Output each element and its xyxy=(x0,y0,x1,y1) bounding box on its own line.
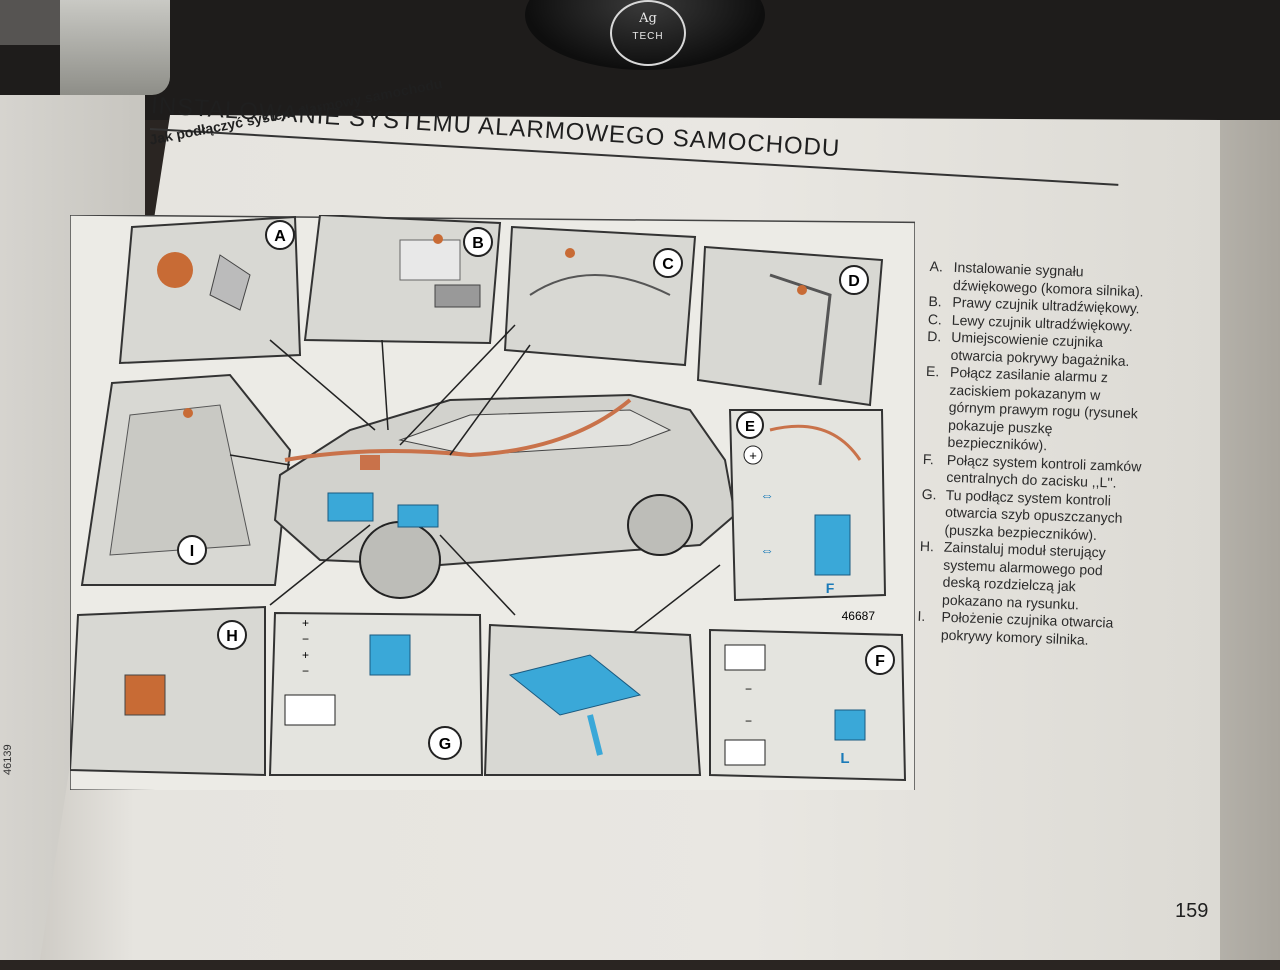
panel-f: − − F L xyxy=(709,628,907,782)
control-unit-icon xyxy=(124,674,166,716)
alarm-module-icon xyxy=(327,492,374,522)
svg-text:+: + xyxy=(302,616,309,630)
side-figure-code: 46139 xyxy=(2,744,14,775)
svg-text:−: − xyxy=(745,714,752,728)
arrow-icon: ⇔ xyxy=(760,542,774,558)
alarm-wiring-diagram: A B C D I xyxy=(70,215,915,790)
window-down-icon xyxy=(724,739,766,766)
background-object xyxy=(0,0,70,45)
leader-lines xyxy=(229,324,721,636)
horn-icon xyxy=(157,252,193,288)
window-up-icon xyxy=(284,694,336,726)
panel-h: H xyxy=(70,605,266,777)
page-number: 159 xyxy=(1175,900,1209,922)
fuse-label-f: F xyxy=(826,580,835,596)
figure-code: 46687 xyxy=(842,609,876,623)
arrow-icon: ⇔ xyxy=(760,487,774,503)
legend-item-h: H.Zainstaluj moduł sterujący systemu ala… xyxy=(919,537,1106,612)
panel-f-label: F xyxy=(875,653,885,670)
panel-i-label: I xyxy=(190,543,194,560)
car-illustration xyxy=(273,393,737,599)
svg-text:−: − xyxy=(302,632,309,646)
panel-g-label: G xyxy=(439,736,451,753)
panel-c-label: C xyxy=(662,256,674,273)
svg-text:−: − xyxy=(302,664,309,678)
panel-d: D xyxy=(696,245,884,407)
panel-e-label: E xyxy=(745,418,755,435)
plus-symbol: + xyxy=(749,448,757,463)
panel-h-label: H xyxy=(226,628,238,645)
panel-a-label: A xyxy=(274,228,286,245)
panel-c: C xyxy=(503,225,697,367)
tech-logo: Ag TECH xyxy=(610,0,686,66)
center-module xyxy=(483,623,702,776)
svg-text:+: + xyxy=(302,648,309,662)
legend-item-e: E.Połącz zasilanie alarmu z zaciskiem po… xyxy=(925,362,1139,454)
panel-b: B xyxy=(303,215,502,345)
panel-a: A xyxy=(118,215,302,365)
alarm-control-module-icon xyxy=(508,654,642,716)
diagram-legend: A.Instalowanie sygnału dźwiękowego (komo… xyxy=(917,258,1150,650)
panel-e: E + F ⇔ ⇔ xyxy=(728,409,887,602)
terminal-label-l: L xyxy=(840,750,849,767)
panel-i: I xyxy=(80,373,292,586)
window-up-icon xyxy=(724,644,766,671)
legend-item-g: G.Tu podłącz system kontroli otwarcia sz… xyxy=(921,485,1123,543)
panel-g: + − + − G xyxy=(268,611,484,776)
panel-d-label: D xyxy=(848,273,860,290)
metal-object xyxy=(60,0,170,95)
panel-b-label: B xyxy=(472,235,484,252)
svg-text:−: − xyxy=(745,682,752,696)
